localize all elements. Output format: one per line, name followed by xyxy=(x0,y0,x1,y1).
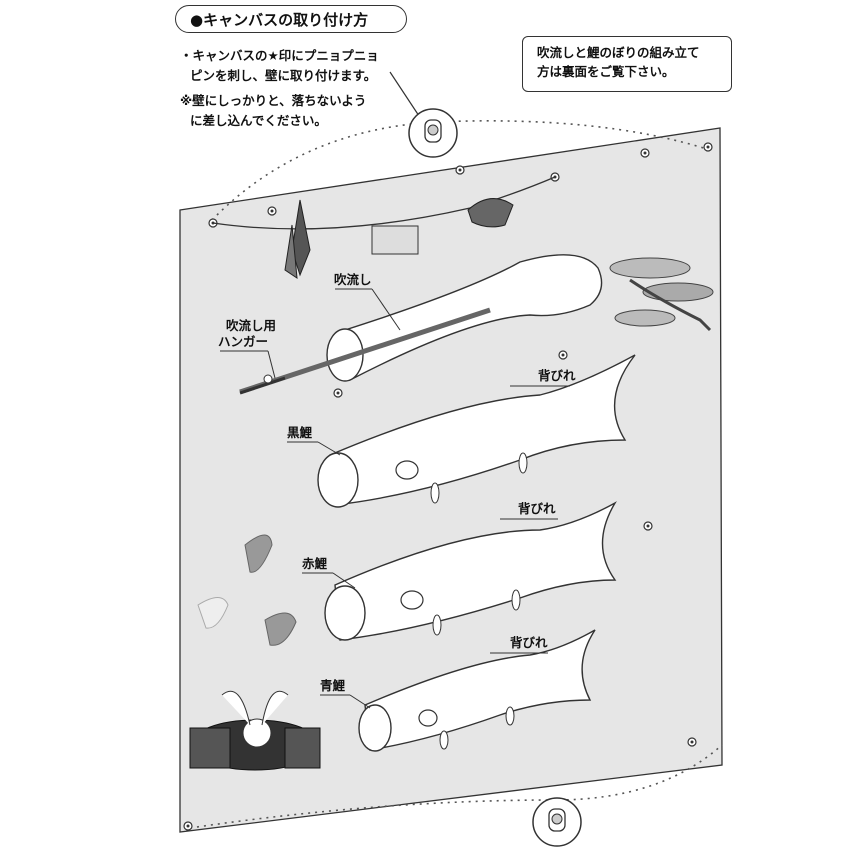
koi-red xyxy=(324,501,617,641)
label-aka-koi: 赤鯉 xyxy=(302,556,328,571)
leaf-shape xyxy=(264,612,297,646)
koi-black xyxy=(317,354,636,508)
push-pin-icon xyxy=(532,797,582,847)
label-fukinagashi: 吹流し xyxy=(334,272,372,287)
instruction-line-1: ・キャンバスの★印にプニョプニョ xyxy=(180,48,379,63)
leaf-shape xyxy=(197,597,229,629)
hanging-ornament-left xyxy=(284,199,311,279)
instruction-line-4: に差し込んでください。 xyxy=(190,113,327,128)
pine-decoration xyxy=(609,257,714,332)
push-pin-icon xyxy=(408,108,458,158)
koi-blue xyxy=(358,629,596,752)
assembly-note: 吹流しと鯉のぼりの組み立て 方は裏面をご覧下さい。 xyxy=(522,36,732,92)
label-sebire-3: 背びれ xyxy=(510,635,548,650)
label-hanger-line-1: 吹流し用 xyxy=(226,318,276,333)
note-line-2: 方は裏面をご覧下さい。 xyxy=(537,64,675,79)
label-ao-koi: 青鯉 xyxy=(320,678,346,693)
dotted-guide-bottom xyxy=(189,744,723,829)
title-text: ●キャンバスの取り付け方 xyxy=(190,10,369,29)
hanging-ornament-right xyxy=(467,198,514,228)
hanging-card xyxy=(371,225,419,255)
instruction-line-2: ピンを刺し、壁に取り付けます。 xyxy=(190,68,377,83)
kabuto-helmet xyxy=(189,690,321,771)
label-kuro-koi: 黒鯉 xyxy=(287,425,313,440)
leaf-shape xyxy=(244,534,273,573)
hanger xyxy=(239,374,286,395)
page-title: ●キャンバスの取り付け方 xyxy=(175,5,407,33)
label-hanger-line-2: ハンガー xyxy=(218,334,268,349)
hanging-string xyxy=(212,176,556,230)
label-sebire-1: 背びれ xyxy=(538,368,576,383)
note-line-1: 吹流しと鯉のぼりの組み立て xyxy=(537,45,700,60)
label-sebire-2: 背びれ xyxy=(518,501,556,516)
instruction-line-3: ※壁にしっかりと、落ちないよう xyxy=(180,93,367,108)
